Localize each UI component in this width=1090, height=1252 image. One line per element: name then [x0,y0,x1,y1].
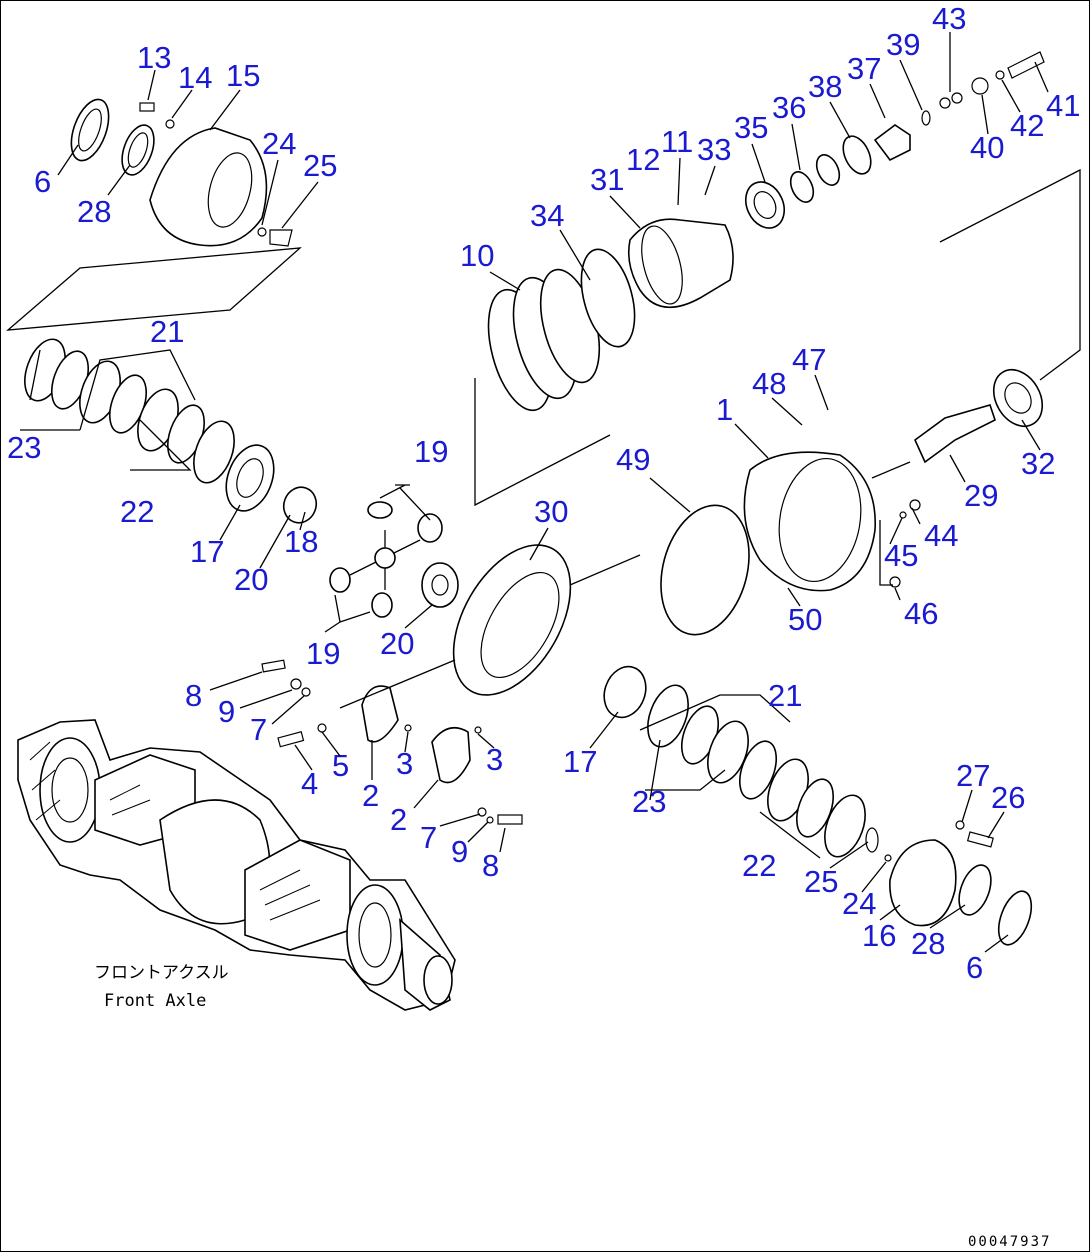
label-34: 34 [530,198,564,233]
leader-lines [20,32,1049,953]
label-21-right: 21 [768,678,802,713]
label-24-right: 24 [842,886,876,921]
drawing-code: 00047937 [968,1234,1051,1250]
label-49: 49 [616,442,650,477]
label-22-right: 22 [742,848,776,883]
label-45: 45 [884,538,918,573]
label-28: 28 [77,194,111,229]
label-3-right: 3 [486,742,503,777]
label-6-right: 6 [966,950,983,985]
label-2-right: 2 [390,802,407,837]
label-19-top: 19 [414,434,448,469]
label-17-right: 17 [563,744,597,779]
label-39: 39 [886,27,920,62]
label-27: 27 [956,758,990,793]
label-12: 12 [626,142,660,177]
label-41: 41 [1046,88,1080,123]
label-20-bottom: 20 [380,626,414,661]
label-7-top: 7 [250,712,267,747]
label-33: 33 [697,132,731,167]
label-11: 11 [661,124,693,159]
label-25-right: 25 [804,864,838,899]
spider-gear [349,530,421,590]
caption-english: Front Axle [104,991,206,1011]
label-21-left: 21 [150,314,184,349]
label-46: 46 [904,596,938,631]
label-3-left: 3 [396,746,413,781]
label-6: 6 [34,164,51,199]
caption-japanese: フロントアクスル [94,963,229,983]
front-axle-illustration [17,719,456,1011]
label-30: 30 [534,494,568,529]
label-14: 14 [178,60,212,95]
label-19-bottom: 19 [306,636,340,671]
label-10: 10 [460,238,494,273]
label-1: 1 [716,392,733,427]
label-22-left: 22 [120,494,154,529]
label-9-bottom: 9 [451,834,468,869]
label-8-bottom: 8 [482,848,499,883]
label-32: 32 [1021,446,1055,481]
label-43: 43 [932,1,966,36]
label-29: 29 [964,478,998,513]
label-17-left: 17 [190,534,224,569]
label-8-top: 8 [185,678,202,713]
label-5: 5 [332,748,349,783]
label-9-top: 9 [218,694,235,729]
label-16: 16 [862,918,896,953]
label-38: 38 [808,69,842,104]
label-50: 50 [788,602,822,637]
label-48: 48 [752,366,786,401]
label-15: 15 [226,58,260,93]
label-23-left: 23 [7,430,41,465]
label-44: 44 [924,518,958,553]
label-4: 4 [301,766,318,801]
label-37: 37 [847,51,881,86]
label-23-right: 23 [632,784,666,819]
label-36: 36 [772,90,806,125]
label-28-right: 28 [911,926,945,961]
label-40: 40 [970,130,1004,165]
label-35: 35 [734,110,768,145]
label-31: 31 [590,162,624,197]
callout-labels: 13 14 15 6 28 24 25 43 39 37 38 36 35 33… [7,1,1080,985]
label-2-left: 2 [362,778,379,813]
label-13: 13 [137,40,171,75]
label-7-bottom: 7 [420,820,437,855]
label-20-left: 20 [234,562,268,597]
label-18: 18 [284,524,318,559]
label-42: 42 [1010,108,1044,143]
part-drawings [6,51,1081,946]
label-24: 24 [262,126,296,161]
label-26: 26 [991,780,1025,815]
label-25: 25 [303,148,337,183]
label-47: 47 [792,342,826,377]
